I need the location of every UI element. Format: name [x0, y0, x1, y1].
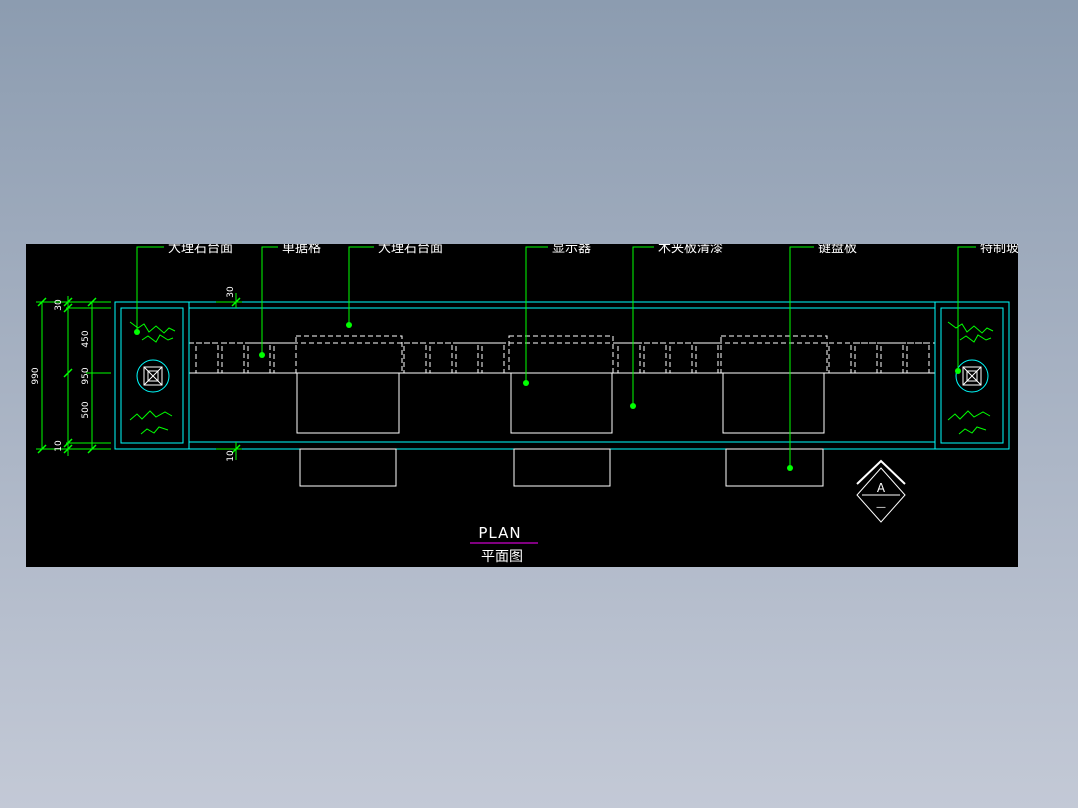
section-letter: A [877, 481, 886, 495]
label-plywood: 木夹板清漆 [658, 244, 723, 256]
dim-990: 990 [31, 367, 41, 384]
dim-500: 500 [81, 401, 91, 418]
cad-viewport[interactable]: 大理石台面 单据格 大理石台面 显示器 木夹板清漆 键盘板 特制玻璃灯 990 … [26, 244, 1018, 567]
monitors [296, 373, 825, 434]
dimension-ticks [37, 297, 241, 454]
marble-veins [129, 321, 994, 435]
plan-drawing: 大理石台面 单据格 大理石台面 显示器 木夹板清漆 键盘板 特制玻璃灯 990 … [31, 244, 1018, 565]
dim-30-left: 30 [54, 299, 64, 311]
section-marker: A — [856, 459, 906, 523]
leader-lines [136, 246, 976, 468]
label-glass-lamp: 特制玻璃灯 [980, 244, 1018, 256]
shelf-boxes [189, 335, 935, 374]
lamp-left [136, 359, 170, 393]
title-en: PLAN [478, 524, 521, 542]
lamp-right [955, 359, 989, 393]
label-marble-top: 大理石台面 [378, 244, 443, 256]
dim-450: 450 [81, 330, 91, 347]
dim-950: 950 [81, 367, 91, 384]
dimension-lines [36, 293, 242, 460]
pedestal-left [114, 301, 190, 450]
keyboard-boards [299, 448, 824, 487]
dim-10-left: 10 [54, 440, 64, 452]
leader-dots [134, 322, 961, 471]
pedestal-right [934, 301, 1010, 450]
title-zh: 平面图 [481, 549, 523, 565]
section-sheet: — [876, 502, 886, 513]
counter-outline [114, 301, 1010, 450]
label-marble-left: 大理石台面 [168, 244, 233, 256]
dim-30-top: 30 [226, 286, 236, 298]
label-shelf: 单据格 [282, 244, 321, 256]
label-keyboard: 键盘板 [818, 244, 857, 256]
label-monitor: 显示器 [552, 244, 591, 256]
dim-10-bottom: 10 [226, 450, 236, 462]
